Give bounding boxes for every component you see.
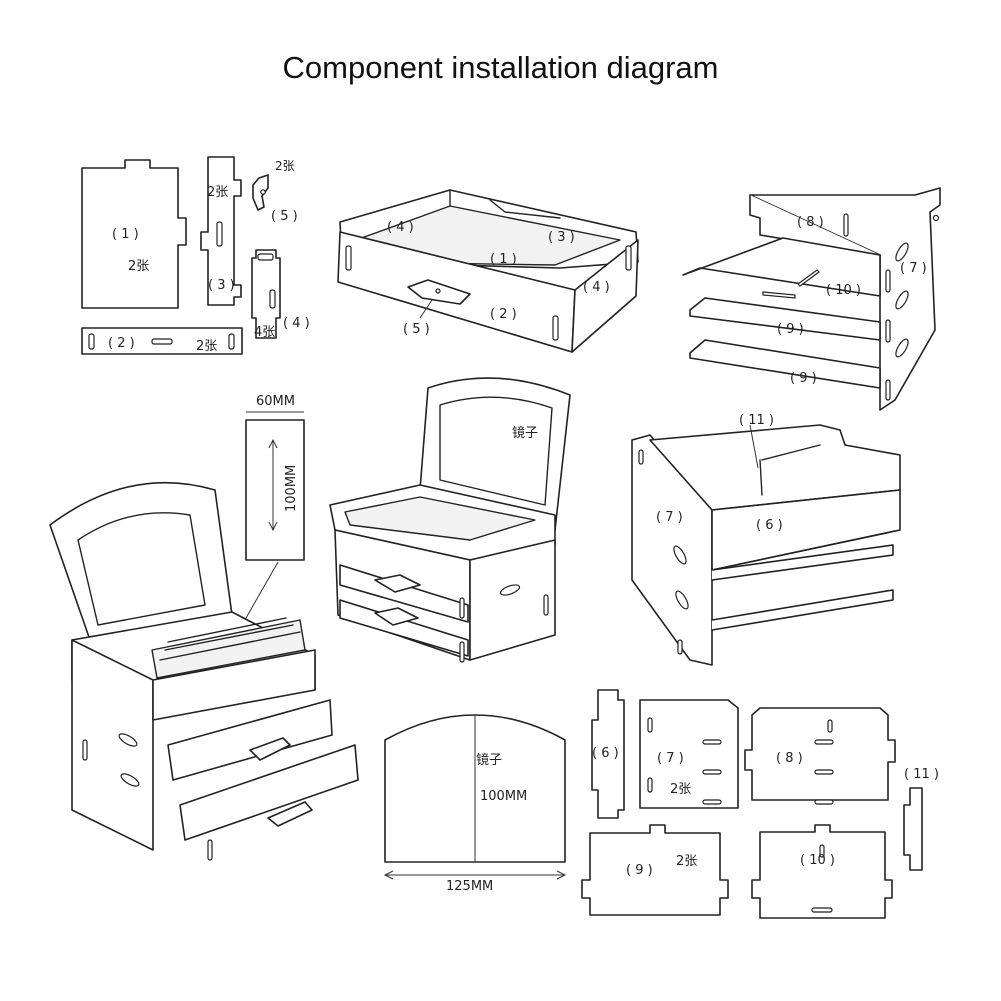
drawer-label-1: ( 1 ) <box>490 252 517 267</box>
shelf-label-9a: ( 9 ) <box>777 322 804 337</box>
drawer-label-4b: ( 4 ) <box>583 280 610 295</box>
dim-60-label: 60MM <box>256 394 295 409</box>
part-9-qty: 2张 <box>676 854 697 869</box>
shelf-label-11: ( 11 ) <box>739 413 774 428</box>
dim-100-arch-label: 100MM <box>480 789 527 804</box>
drawer-label-3: ( 3 ) <box>548 230 575 245</box>
cosmetic-box-open <box>49 481 359 861</box>
part-10-label: ( 10 ) <box>800 853 835 868</box>
shelf-label-7b: ( 7 ) <box>656 510 683 525</box>
shelf-label-6: ( 6 ) <box>756 518 783 533</box>
part-6-panel: ( 6 ) <box>591 689 625 819</box>
part-3-panel: 2张 ( 3 ) <box>200 156 242 306</box>
diagram-title: Component installation diagram <box>282 50 719 85</box>
shelf-label-8: ( 8 ) <box>797 215 824 230</box>
mirror-insert-dimension: 60MM 100MM <box>237 394 305 633</box>
part-1-panel: ( 1 ) 2张 <box>81 159 187 309</box>
shelf-label-9b: ( 9 ) <box>790 371 817 386</box>
part-4-panel: 4张 ( 4 ) <box>251 249 310 340</box>
cosmetic-box-closed: 镜子 <box>329 377 571 663</box>
part-2-qty: 2张 <box>196 339 217 354</box>
part-1-label: ( 1 ) <box>112 227 139 242</box>
part-1-qty: 2张 <box>128 259 149 274</box>
part-8-panel: ( 8 ) <box>744 707 896 805</box>
drawer-label-5: ( 5 ) <box>403 322 430 337</box>
drawer-assembly: ( 4 ) ( 3 ) ( 1 ) ( 4 ) ( 2 ) ( 5 ) <box>337 189 639 353</box>
mirror-label-box: 镜子 <box>512 426 538 441</box>
part-11-panel: ( 11 ) <box>903 767 939 871</box>
part-7-label: ( 7 ) <box>657 751 684 766</box>
part-2-label: ( 2 ) <box>108 336 135 351</box>
part-7-panel: ( 7 ) 2张 <box>639 699 739 809</box>
part-5-handle: 2张 ( 5 ) <box>252 159 298 224</box>
part-9-label: ( 9 ) <box>626 863 653 878</box>
shelf-assembly: ( 11 ) ( 7 ) ( 6 ) <box>631 413 901 666</box>
part-4-label: ( 4 ) <box>283 316 310 331</box>
dim-100-vertical-label: 100MM <box>284 465 299 512</box>
part-5-qty: 2张 <box>275 159 295 173</box>
part-10-panel: ( 10 ) <box>751 824 893 919</box>
part-6-label: ( 6 ) <box>592 746 619 761</box>
part-8-label: ( 8 ) <box>776 751 803 766</box>
part-5-label: ( 5 ) <box>271 209 298 224</box>
mirror-arch-panel: 镜子 100MM 125MM <box>383 714 567 894</box>
part-4-qty: 4张 <box>254 325 275 340</box>
part-11-label: ( 11 ) <box>904 767 939 782</box>
drawer-label-4a: ( 4 ) <box>387 220 414 235</box>
mirror-label-arch: 镜子 <box>476 753 502 768</box>
shelf-assembly-exploded: ( 8 ) ( 7 ) ( 10 ) ( 9 ) ( 9 ) <box>682 187 941 411</box>
part-7-qty: 2张 <box>670 782 691 797</box>
dim-125-label: 125MM <box>446 879 493 894</box>
part-2-panel: ( 2 ) 2张 <box>81 327 243 355</box>
part-3-label: ( 3 ) <box>208 278 235 293</box>
drawer-label-2: ( 2 ) <box>490 307 517 322</box>
part-3-qty: 2张 <box>207 185 228 200</box>
shelf-label-7: ( 7 ) <box>900 261 927 276</box>
shelf-label-10: ( 10 ) <box>826 283 861 298</box>
part-9-panel: ( 9 ) 2张 <box>581 824 729 916</box>
